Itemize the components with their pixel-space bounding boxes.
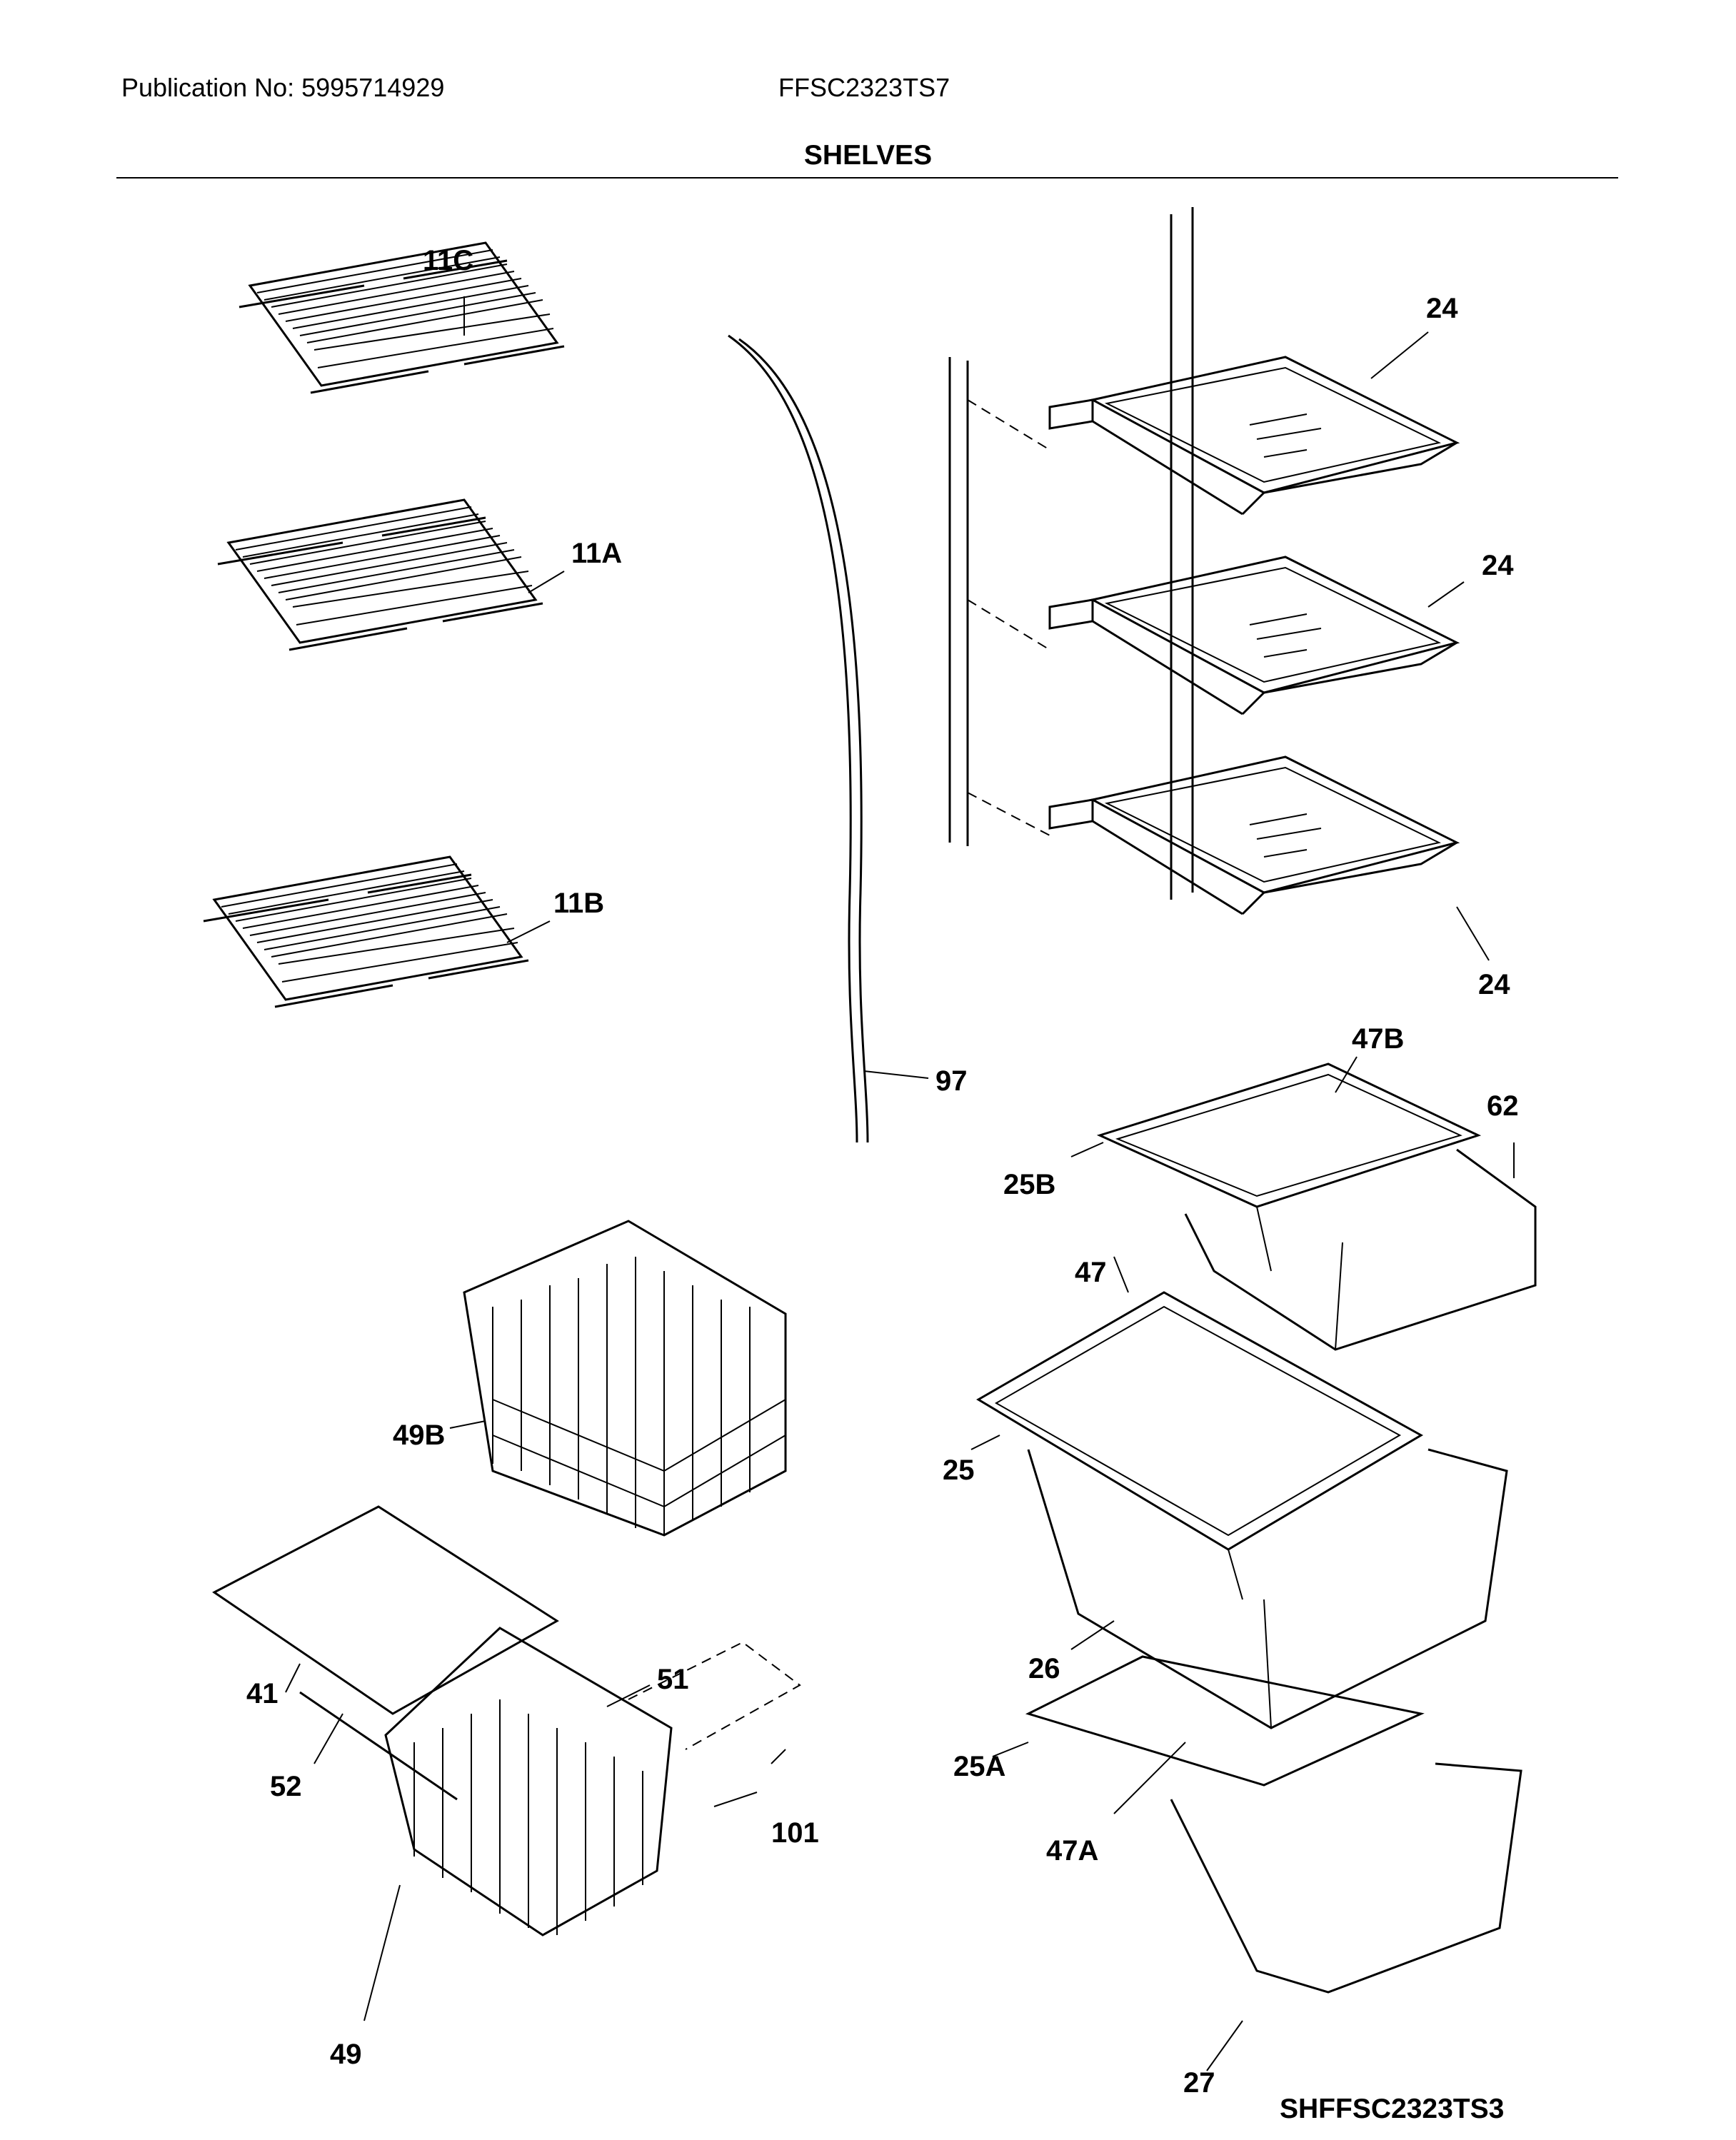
callout-47b: 47B (1352, 1023, 1404, 1055)
callout-25a: 25A (953, 1751, 1005, 1782)
header-rule (116, 177, 1618, 179)
callout-51: 51 (657, 1664, 689, 1695)
callout-101: 101 (771, 1817, 819, 1849)
callout-24-top: 24 (1426, 293, 1458, 324)
callout-26: 26 (1028, 1653, 1060, 1684)
wire-shelf-11a (216, 498, 544, 651)
callout-24-middle: 24 (1482, 550, 1514, 581)
glass-insert-47 (976, 1291, 1424, 1551)
callout-11c: 11C (423, 245, 473, 276)
wire-shelf-11b (202, 855, 530, 1008)
callout-49b: 49B (393, 1420, 445, 1451)
meat-drawer-27 (1170, 1762, 1522, 1994)
glass-insert-47b (1096, 1063, 1482, 1208)
callout-62: 62 (1487, 1090, 1519, 1122)
slide-rail-52 (299, 1691, 458, 1801)
callout-11b: 11B (553, 888, 604, 919)
callout-25b: 25B (1003, 1169, 1055, 1200)
callout-47: 47 (1075, 1257, 1107, 1288)
side-rail (948, 357, 969, 846)
glass-shelf-24-top (1048, 356, 1458, 516)
rear-rail (1170, 207, 1194, 900)
glass-shelf-24-middle (1048, 556, 1458, 715)
callout-41: 41 (246, 1678, 279, 1709)
callout-25: 25 (943, 1455, 975, 1486)
callout-24-bottom: 24 (1478, 969, 1510, 1000)
publication-number: Publication No: 5995714929 (121, 73, 445, 102)
callout-47a: 47A (1046, 1835, 1098, 1867)
callout-49: 49 (330, 2039, 362, 2070)
model-number: FFSC2323TS7 (778, 73, 950, 102)
wire-basket-49b (463, 1220, 787, 1537)
crisper-drawer-62 (1184, 1148, 1537, 1351)
diagram-code: SHFFSC2323TS3 (1280, 2094, 1505, 2124)
leader-lines-racks (463, 296, 565, 943)
section-title: SHELVES (803, 140, 933, 171)
glass-shelf-24-bottom (1048, 755, 1458, 915)
basket-cover-41 (212, 1505, 559, 1715)
glass-cover-25a (1025, 1655, 1425, 1787)
water-tube (728, 334, 858, 1143)
callout-97: 97 (935, 1065, 968, 1097)
wire-shelf-11c (238, 241, 566, 394)
callout-27: 27 (1183, 2067, 1215, 2099)
callout-52: 52 (270, 1771, 302, 1802)
crisper-drawer-26 (1027, 1448, 1508, 1729)
callout-11a: 11A (571, 538, 622, 569)
